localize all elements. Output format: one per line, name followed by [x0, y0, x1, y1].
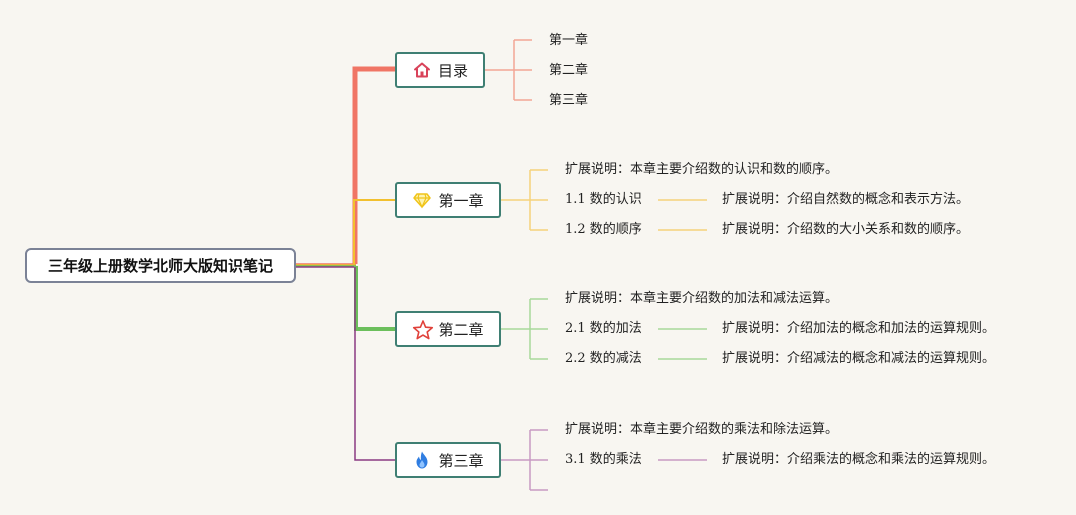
toc-label: 目录 — [437, 61, 468, 80]
chapter1-section1-title[interactable]: 1.1 数的认识 — [565, 192, 642, 207]
toc-item-ch2[interactable]: 第二章 — [549, 63, 589, 78]
chapter2-node[interactable]: 第二章 — [395, 311, 501, 347]
toc-node[interactable]: 目录 — [395, 52, 485, 88]
chapter3-label: 第三章 — [438, 451, 484, 470]
chapter1-label: 第一章 — [438, 191, 484, 210]
chapter2-section2-note[interactable]: 扩展说明：介绍减法的概念和减法的运算规则。 — [722, 351, 996, 366]
connector-ch2-items — [500, 298, 548, 360]
chapter3-section1-note[interactable]: 扩展说明：介绍乘法的概念和乘法的运算规则。 — [722, 452, 996, 467]
toc-item-ch1[interactable]: 第一章 — [549, 33, 589, 48]
chapter3-node[interactable]: 第三章 — [395, 442, 501, 478]
chapter1-section1-note[interactable]: 扩展说明：介绍自然数的概念和表示方法。 — [722, 192, 970, 207]
connector-ch3-items — [500, 429, 548, 491]
connector-trunk-ch3 — [354, 267, 396, 461]
chapter1-section2-title[interactable]: 1.2 数的顺序 — [565, 222, 642, 237]
chapter1-section2-note[interactable]: 扩展说明：介绍数的大小关系和数的顺序。 — [722, 222, 970, 237]
connector-ch1-items — [500, 169, 548, 231]
chapter2-section1-title[interactable]: 2.1 数的加法 — [565, 321, 642, 336]
diamond-icon — [412, 190, 432, 210]
chapter2-label: 第二章 — [438, 320, 484, 339]
chapter2-summary[interactable]: 扩展说明：本章主要介绍数的加法和减法运算。 — [565, 291, 839, 306]
star-icon — [412, 319, 434, 340]
connector-trunk-ch2 — [354, 266, 396, 331]
connector-toc-items — [484, 39, 532, 101]
toc-item-ch3[interactable]: 第三章 — [549, 93, 589, 108]
chapter1-summary[interactable]: 扩展说明：本章主要介绍数的认识和数的顺序。 — [565, 162, 839, 177]
house-icon — [412, 60, 432, 80]
root-label: 三年级上册数学北师大版知识笔记 — [47, 257, 273, 275]
connector-trunk-ch1 — [353, 199, 396, 264]
connector-trunk-toc — [352, 66, 396, 264]
chapter1-node[interactable]: 第一章 — [395, 182, 501, 218]
chapter2-section2-title[interactable]: 2.2 数的减法 — [565, 351, 642, 366]
chapter3-section1-title[interactable]: 3.1 数的乘法 — [565, 452, 642, 467]
chapter2-section1-note[interactable]: 扩展说明：介绍加法的概念和加法的运算规则。 — [722, 321, 996, 336]
flame-icon — [412, 450, 432, 470]
chapter3-summary[interactable]: 扩展说明：本章主要介绍数的乘法和除法运算。 — [565, 422, 839, 437]
root-node[interactable]: 三年级上册数学北师大版知识笔记 — [25, 248, 296, 283]
